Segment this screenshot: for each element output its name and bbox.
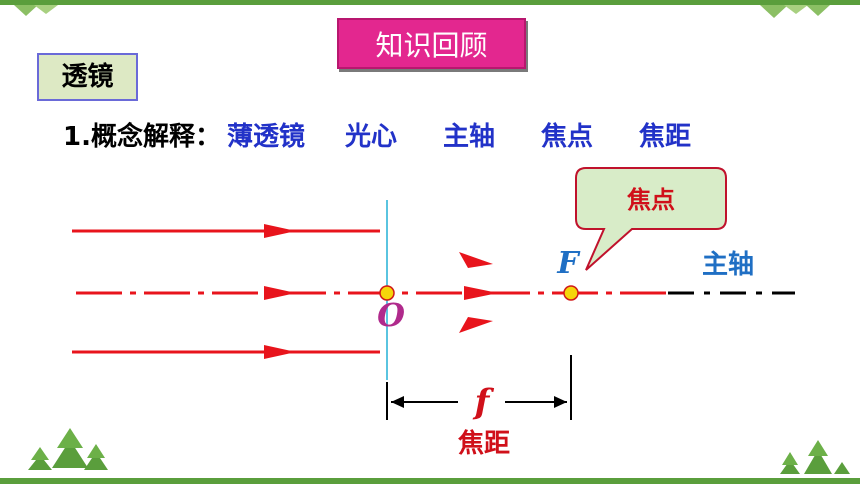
ray-arrow-top (264, 224, 296, 238)
callout-text: 焦点 (627, 186, 675, 214)
slide-title: 知识回顾 (337, 18, 526, 69)
section-label: 透镜 (37, 53, 138, 101)
focal-dim-right-arrow (554, 396, 567, 408)
concept-heading: 1.概念解释： (63, 122, 221, 152)
top-decor (14, 5, 830, 18)
focal-length-label: 焦距 (458, 428, 510, 459)
term-focal-length: 焦距 (639, 122, 692, 152)
term-thin-lens: 薄透镜 (226, 122, 305, 152)
term-focus: 焦点 (541, 122, 594, 152)
term-optical-center: 光心 (344, 122, 397, 152)
concept-line: 1.概念解释：薄透镜 光心 主轴 焦点 焦距 (63, 117, 691, 157)
focus-point (563, 285, 579, 301)
focus-callout (575, 167, 727, 271)
bottom-decor-bar (0, 478, 860, 484)
top-decor-bar (0, 0, 860, 5)
converge-arrow-lower (459, 317, 493, 333)
term-principal-axis: 主轴 (443, 122, 496, 152)
principal-axis-label: 主轴 (702, 250, 754, 280)
focal-dim-left-arrow (391, 396, 404, 408)
tree-decor-left (28, 428, 108, 470)
converge-arrow-axis (464, 286, 498, 300)
converge-arrow-upper (459, 252, 493, 268)
optical-center-point (379, 285, 395, 301)
tree-decor-right (780, 440, 850, 474)
focal-length-symbol: f (473, 382, 495, 422)
optical-center-label: O (377, 296, 405, 334)
focus-label: F (556, 246, 581, 281)
ray-arrow-middle (264, 286, 296, 300)
ray-arrow-bottom (264, 345, 296, 359)
